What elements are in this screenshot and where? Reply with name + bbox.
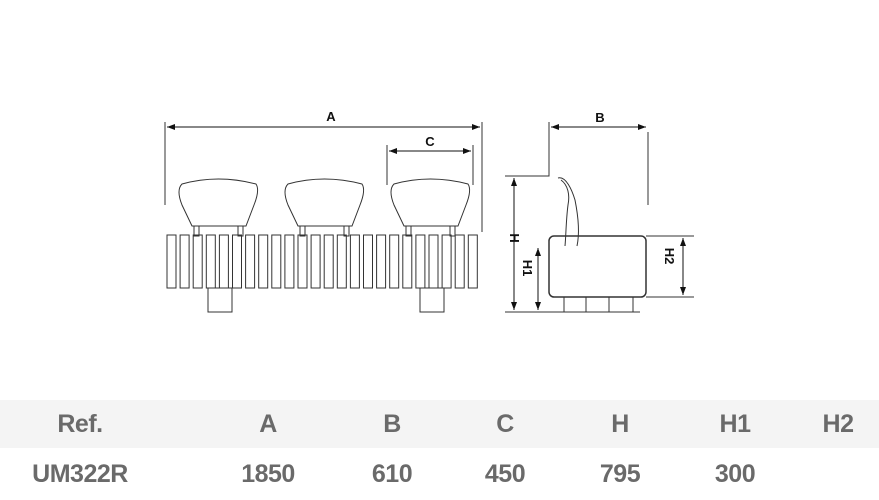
header-h2: H2 [822,410,854,438]
side-view [505,122,694,313]
cell-h: 795 [599,460,641,488]
slat [245,234,256,289]
header-ref: Ref. [57,410,103,438]
slat [363,234,373,289]
slat [218,234,229,289]
slat [310,234,321,289]
slat [402,234,413,289]
slat [284,234,295,289]
seat-post [193,225,200,237]
header-b: B [383,410,401,438]
label-h1: H1 [520,260,535,277]
label-a: A [326,109,336,124]
label-h2: H2 [662,248,677,265]
header-h1: H1 [719,410,751,438]
cell-ref: UM322R [32,460,128,488]
slat [179,234,190,289]
seat-body [548,235,647,298]
slat [441,234,452,289]
label-c: C [425,134,435,149]
slat [297,234,308,289]
slat [323,234,334,289]
seat-post [299,225,306,237]
front-view [164,122,483,313]
leg [563,296,587,313]
leg [419,287,445,313]
leg [608,296,634,313]
label-h: H [507,233,522,242]
leg [207,287,233,313]
slat [376,234,387,289]
seat-back [284,178,365,227]
slat [454,234,465,289]
cell-c: 450 [484,460,526,488]
header-h: H [611,410,629,438]
header-a: A [259,410,277,438]
slat [336,234,347,289]
label-b: B [595,110,604,125]
slat [467,234,478,289]
header-c: C [496,410,514,438]
cell-b: 610 [371,460,413,488]
technical-drawing: A C B H H1 H2 [164,109,694,313]
slat [428,234,439,289]
table-row: UM322R 1850 610 450 795 300 [0,448,879,496]
slat [349,234,360,289]
slat [232,234,242,289]
cell-h1: 300 [714,460,756,488]
dimensions-table: Ref. A B C H H1 H2 UM322R 1850 610 450 7… [0,400,879,496]
slat [415,234,426,289]
slat [258,234,269,289]
slat [389,234,400,289]
slat [192,234,203,289]
seat-back [390,178,471,227]
cell-a: 1850 [241,460,295,488]
slat [205,234,216,289]
seat-back [178,178,259,227]
slat [271,234,282,289]
seat-post [449,225,456,237]
slat [166,234,177,289]
seat-post [405,225,412,237]
table-header-row: Ref. A B C H H1 H2 [0,400,879,448]
seat-post [237,225,244,237]
